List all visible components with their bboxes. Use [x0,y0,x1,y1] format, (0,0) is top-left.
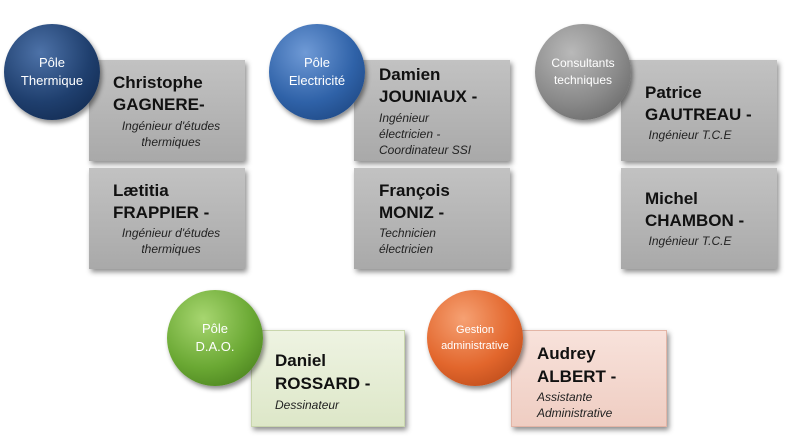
person-first-name: Lætitia [113,181,169,200]
person-role: Dessinateur [275,397,395,413]
role-line: Administrative [537,406,613,420]
person-last-name: FRAPPIER - [113,203,210,222]
person-first-name: Damien [379,65,441,84]
consultants-label-2: techniques [553,73,613,87]
card-michel-chambon [621,168,777,269]
role-line: thermiques [141,135,201,149]
person-role: Ingénieur d'études thermiques [100,225,242,257]
person-first-name: François [379,181,450,200]
person-role: Assistante Administrative [537,389,662,421]
pole-thermique-circle: Pôle Thermique [4,24,100,120]
card-francois-moniz [354,168,510,269]
pole-thermique-label-2: Thermique [20,73,84,88]
person-last-name: CHAMBON - [645,211,745,230]
person-role: Ingénieur électricien - Coordinateur SSI [379,110,509,158]
card-damien-jouniaux [354,60,510,161]
pole-dao-label-2: D.A.O. [195,339,235,354]
person-first-name: Michel [645,189,698,208]
role-line: Ingénieur d'études [121,226,221,240]
card-laetitia-frappier [89,168,245,269]
person-role: Ingénieur T.C.E [630,127,750,143]
pole-dao-circle: Pôle D.A.O. [167,290,263,386]
role-line: Assistante [537,390,593,404]
person-first-name: Patrice [645,83,702,102]
person-last-name: ROSSARD - [275,374,371,393]
pole-dao-label-1: Pôle [201,321,228,336]
role-line: électricien - [379,127,441,141]
gestion-label-2: administrative [441,340,509,352]
person-last-name: GAGNERE- [113,95,205,114]
person-role: Ingénieur d'études thermiques [100,118,242,150]
person-role: Ingénieur T.C.E [630,233,750,249]
person-last-name: MONIZ - [379,203,445,222]
person-last-name: GAUTREAU - [645,105,752,124]
person-last-name: JOUNIAUX - [379,87,478,106]
role-line: Technicien [379,226,436,240]
pole-electricite-circle: Pôle Electricité [269,24,365,120]
pole-electricite-label-1: Pôle [303,55,330,70]
role-line: Ingénieur T.C.E [648,128,732,142]
pole-electricite-label-2: Electricité [288,73,346,88]
card-daniel-rossard [251,330,405,427]
card-audrey-albert [511,330,667,427]
role-line: Dessinateur [275,398,340,412]
consultants-techniques-circle: Consultants techniques [535,24,631,120]
pole-thermique-label-1: Pôle [38,55,65,70]
role-line: électricien [379,242,434,256]
role-line: Ingénieur [379,111,430,125]
person-first-name: Christophe [113,73,203,92]
person-role: Technicien électricien [379,225,509,257]
card-christophe-gagnere [89,60,245,161]
person-first-name: Audrey [537,344,596,363]
role-line: Coordinateur SSI [379,143,472,157]
gestion-administrative-circle: Gestion administrative [427,290,523,386]
consultants-label-1: Consultants [551,56,615,70]
role-line: Ingénieur T.C.E [648,234,732,248]
role-line: thermiques [141,242,201,256]
role-line: Ingénieur d'études [121,119,221,133]
person-first-name: Daniel [275,351,327,370]
gestion-label-1: Gestion [456,324,494,336]
card-patrice-gautreau [621,60,777,161]
person-last-name: ALBERT - [537,367,617,386]
